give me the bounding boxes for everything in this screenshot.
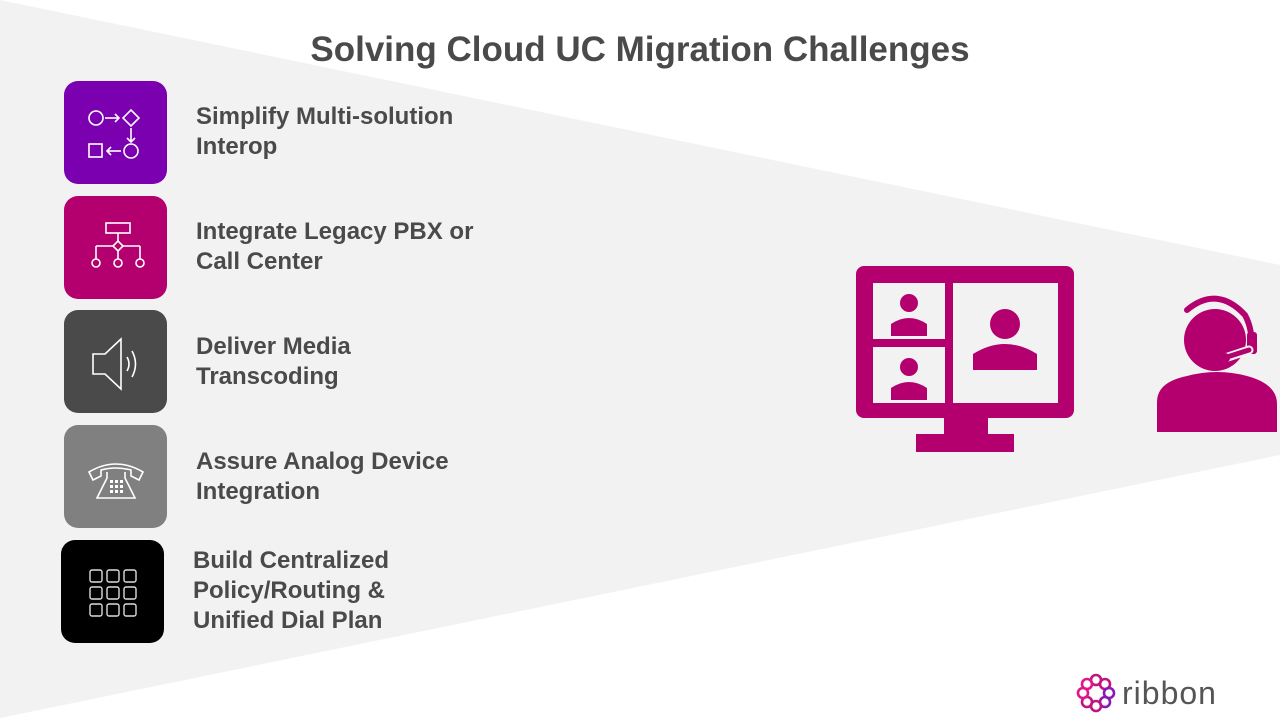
ribbon-logo: ribbon bbox=[1076, 673, 1217, 713]
slide-title: Solving Cloud UC Migration Challenges bbox=[310, 30, 970, 69]
video-conference-monitor-icon bbox=[856, 266, 1074, 452]
item-label-analog-device: Assure Analog Device Integration bbox=[196, 448, 449, 505]
tile-legacy-pbx bbox=[64, 196, 167, 299]
item-label-dial-plan: Build Centralized Policy/Routing & Unifi… bbox=[193, 547, 390, 634]
tile-interop bbox=[64, 81, 167, 184]
keypad-icon bbox=[88, 568, 137, 617]
tile-analog-device bbox=[64, 425, 167, 528]
speaker-icon bbox=[91, 336, 136, 391]
headset-agent-icon bbox=[1157, 295, 1277, 432]
brand-name: ribbon bbox=[1122, 674, 1217, 711]
telephone-icon bbox=[87, 462, 144, 499]
tile-dial-plan bbox=[61, 540, 164, 643]
hierarchy-icon bbox=[90, 221, 145, 268]
item-label-legacy-pbx: Integrate Legacy PBX or Call Center bbox=[196, 218, 474, 275]
flowchart-icon bbox=[87, 108, 140, 159]
item-label-interop: Simplify Multi-solution Interop bbox=[196, 103, 454, 160]
item-label-media-transcoding: Deliver Media Transcoding bbox=[196, 333, 351, 390]
ribbon-logo-mark-icon bbox=[1076, 673, 1116, 713]
tile-media-transcoding bbox=[64, 310, 167, 413]
